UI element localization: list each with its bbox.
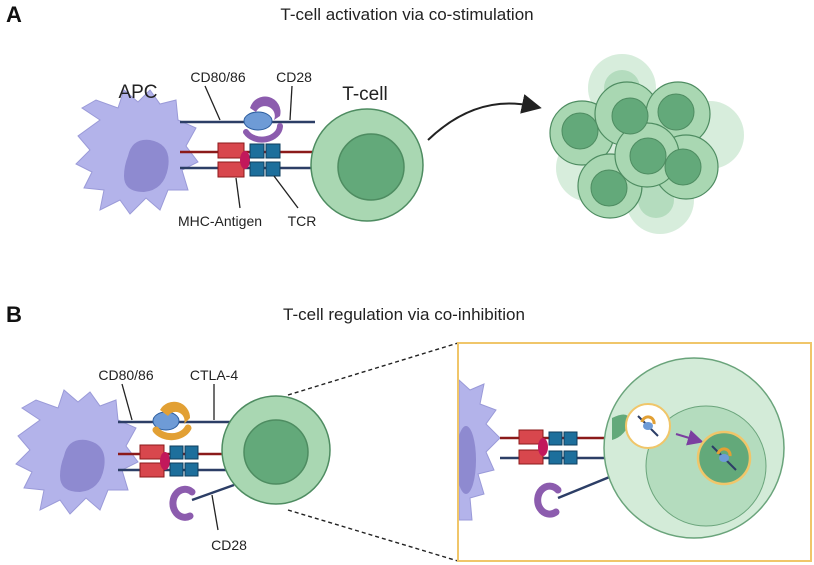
proliferation-arrow [427,94,542,141]
tcr-complex [249,143,281,177]
apc-nucleus [124,139,169,192]
proliferating-cells [549,54,744,234]
mhc-label: MHC-Antigen [178,213,262,229]
cd28-label: CD28 [276,69,312,85]
panel-a-title: T-cell activation via co-stimulation [280,5,533,24]
cd80-label-b: CD80/86 [98,367,153,383]
ctla4-receptor [160,401,191,424]
cd80-label: CD80/86 [190,69,245,85]
mhc-antigen-complex-b [139,444,170,478]
cd28-unbound [169,485,196,521]
t-cell-b [221,395,331,505]
mhc-antigen-complex [217,142,250,178]
apc-label: APC [118,82,157,103]
panel-b-letter: B [6,302,22,327]
cd28-label-b: CD28 [211,537,247,553]
tcell-label: T-cell [342,84,387,105]
tcr-label: TCR [288,213,317,229]
panel-a-letter: A [6,2,22,27]
ctla4-label: CTLA-4 [190,367,238,383]
apc-cell-b [15,389,139,515]
t-cell-nucleus [337,133,405,201]
panel-b: B T-cell regulation via co-inhibition [6,302,812,562]
panel-a: A T-cell activation via co-stimulation A… [6,2,744,234]
cd80-molecule [243,111,273,131]
panel-b-title: T-cell regulation via co-inhibition [283,305,525,324]
cd28-receptor [250,96,281,120]
antigen-peptide [240,151,250,169]
t-cell [310,108,424,222]
zoom-inset [457,342,812,562]
tcr-complex-b [169,445,199,477]
apc-cell [75,89,199,215]
